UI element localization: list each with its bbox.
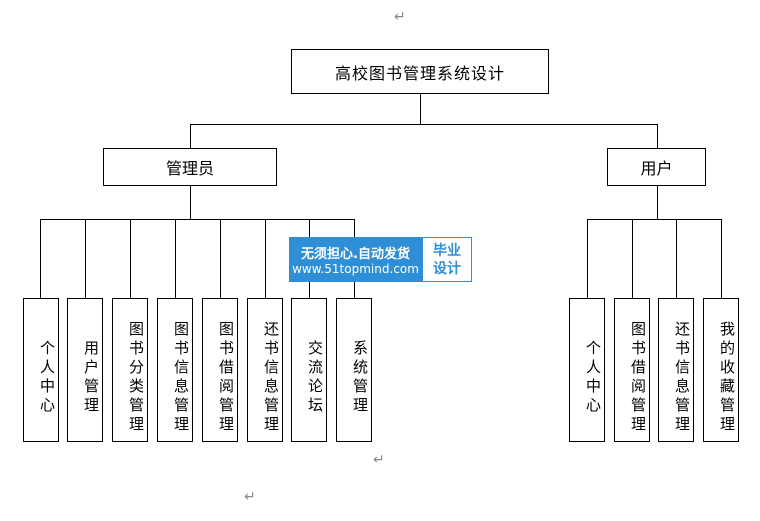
watermark-badge-line2: 设计 <box>433 260 461 277</box>
connector-line <box>657 186 658 219</box>
connector-line <box>587 219 721 220</box>
admin-child-node: 还书信息管理 <box>247 298 283 442</box>
connector-line <box>676 219 677 299</box>
connector-line <box>190 124 191 148</box>
connector-line <box>85 219 86 299</box>
connector-line <box>721 219 722 299</box>
connector-line <box>265 219 266 299</box>
user-child-node: 图书借阅管理 <box>614 298 650 442</box>
user-child-node: 个人中心 <box>569 298 605 442</box>
connector-line <box>587 219 588 299</box>
watermark-badge-line1: 毕业 <box>433 242 461 259</box>
watermark-main: 无须担心.自动发货 www.51topmind.com <box>289 237 422 282</box>
admin-child-node: 图书信息管理 <box>157 298 193 442</box>
user-node: 用户 <box>607 148 706 186</box>
user-child-node: 我的收藏管理 <box>703 298 739 442</box>
connector-line <box>632 219 633 299</box>
watermark-slogan: 无须担心.自动发货 <box>301 247 410 262</box>
admin-node: 管理员 <box>103 148 277 186</box>
paragraph-mark: ↵ <box>373 452 385 468</box>
connector-line <box>220 219 221 299</box>
connector-line <box>190 124 658 125</box>
admin-child-node: 图书借阅管理 <box>202 298 238 442</box>
paragraph-mark: ↵ <box>244 489 256 505</box>
admin-child-node: 交流论坛 <box>291 298 327 442</box>
admin-child-node: 用户管理 <box>67 298 103 442</box>
watermark-url: www.51topmind.com <box>292 262 419 276</box>
admin-child-node: 个人中心 <box>23 298 59 442</box>
connector-line <box>175 219 176 299</box>
connector-line <box>40 219 354 220</box>
connector-line <box>130 219 131 299</box>
connector-line <box>657 124 658 148</box>
connector-line <box>420 94 421 124</box>
paragraph-mark: ↵ <box>394 9 406 25</box>
user-child-node: 还书信息管理 <box>658 298 694 442</box>
watermark-badge: 毕业 设计 <box>422 237 472 282</box>
admin-child-node: 图书分类管理 <box>112 298 148 442</box>
root-node: 高校图书管理系统设计 <box>291 49 549 94</box>
connector-line <box>40 219 41 299</box>
admin-child-node: 系统管理 <box>336 298 372 442</box>
watermark: 无须担心.自动发货 www.51topmind.com 毕业 设计 <box>289 237 472 282</box>
connector-line <box>190 186 191 219</box>
